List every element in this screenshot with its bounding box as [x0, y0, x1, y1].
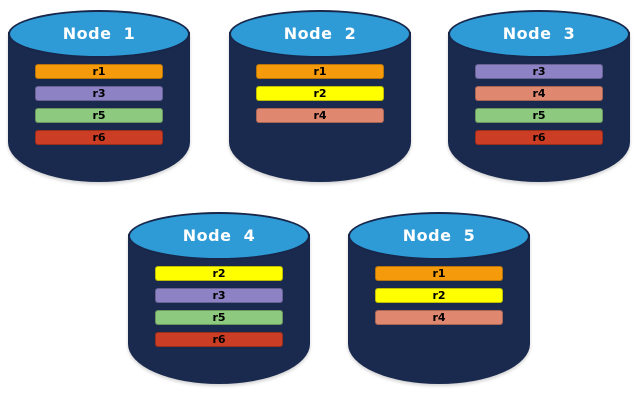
record-bar-r3[interactable]: r3 — [35, 86, 163, 101]
record-list: r2 r3 r5 r6 — [155, 266, 283, 354]
record-list: r1 r3 r5 r6 — [35, 64, 163, 152]
record-bar-r6[interactable]: r6 — [35, 130, 163, 145]
cylinder-top-ellipse-icon — [128, 212, 310, 260]
record-bar-r1[interactable]: r1 — [256, 64, 384, 79]
cylinder-top-ellipse-icon — [8, 10, 190, 58]
cylinder-top-ellipse-icon — [448, 10, 630, 58]
record-list: r1 r2 r4 — [256, 64, 384, 130]
record-bar-r5[interactable]: r5 — [475, 108, 603, 123]
record-bar-r2[interactable]: r2 — [155, 266, 283, 281]
record-bar-r1[interactable]: r1 — [375, 266, 503, 281]
record-bar-r3[interactable]: r3 — [155, 288, 283, 303]
record-bar-r1[interactable]: r1 — [35, 64, 163, 79]
record-bar-r2[interactable]: r2 — [375, 288, 503, 303]
cylinder-top-ellipse-icon — [229, 10, 411, 58]
record-bar-r6[interactable]: r6 — [155, 332, 283, 347]
record-bar-r2[interactable]: r2 — [256, 86, 384, 101]
record-bar-r5[interactable]: r5 — [35, 108, 163, 123]
record-bar-r4[interactable]: r4 — [375, 310, 503, 325]
record-bar-r4[interactable]: r4 — [256, 108, 384, 123]
record-bar-r3[interactable]: r3 — [475, 64, 603, 79]
record-list: r1 r2 r4 — [375, 266, 503, 332]
record-bar-r4[interactable]: r4 — [475, 86, 603, 101]
record-list: r3 r4 r5 r6 — [475, 64, 603, 152]
cylinder-top-ellipse-icon — [348, 212, 530, 260]
record-bar-r6[interactable]: r6 — [475, 130, 603, 145]
record-bar-r5[interactable]: r5 — [155, 310, 283, 325]
